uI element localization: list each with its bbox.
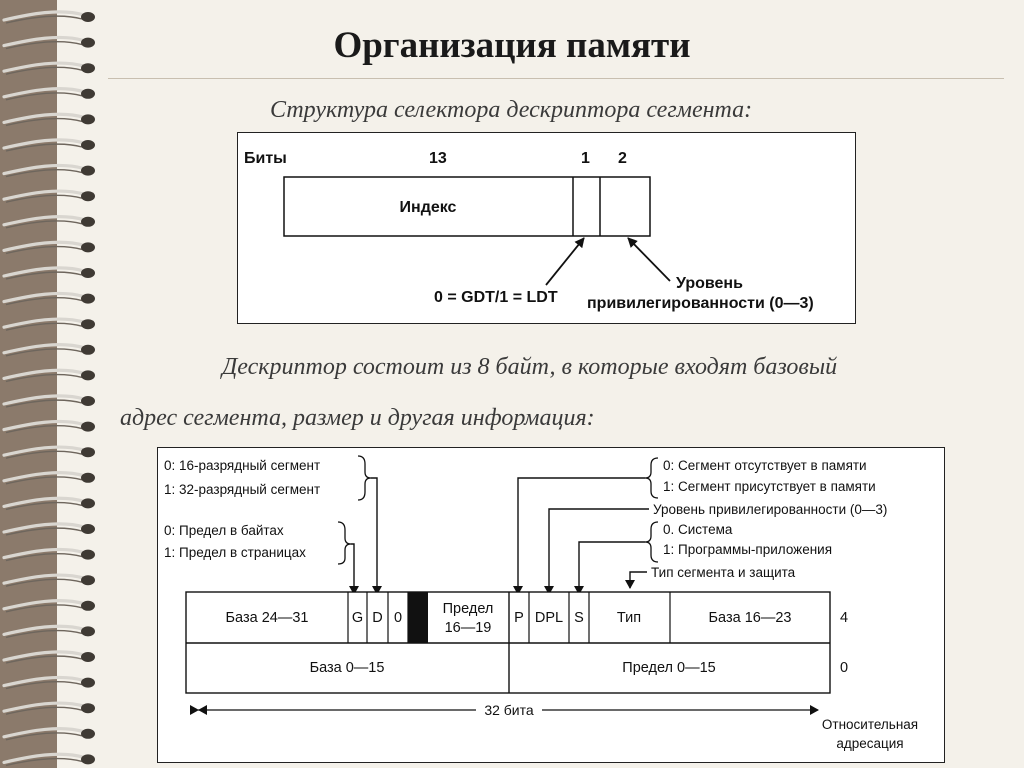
offset-0-label: 0 [840,660,848,676]
field-g: G [352,610,363,626]
field-p: P [514,610,524,626]
p-bit-1-note: 1: Сегмент присутствует в памяти [663,479,876,494]
privilege-label-line2: привилегированности (0—3) [587,295,814,312]
spiral-ring [2,343,95,357]
spiral-ring [2,675,95,690]
bits-13-label: 13 [429,150,447,167]
spiral-ring [2,112,95,127]
dpl-arrow [544,508,649,595]
spiral-ring [2,445,95,459]
privilege-label-line1: Уровень [676,275,743,292]
spiral-ring [2,10,95,24]
p-bit-brace [644,457,659,499]
bits-1-label: 1 [581,150,590,167]
s-bit-1-note: 1: Программы-приложения [663,542,832,557]
p-bit-0-note: 0: Сегмент отсутствует в памяти [663,458,867,473]
spiral-ring [2,624,95,639]
field-d: D [372,610,382,626]
subtitle-selector: Структура селектора дескриптора сегмента… [270,97,753,123]
field-s: S [574,610,584,626]
s-bit-brace [644,521,659,563]
spiral-ring [2,419,95,434]
g-bit-brace [337,521,352,565]
slide-title: Организация памяти [333,25,691,66]
field-base-16-23: База 16—23 [709,610,792,626]
avl-black-field [408,592,428,643]
d-bit-brace [357,455,372,501]
spiral-ring [2,727,95,741]
spiral-ring [2,496,95,511]
spiral-ring [2,573,95,587]
spiral-ring [2,35,95,50]
spiral-ring [2,471,95,485]
rpl-arrow [627,237,671,282]
field-base-0-15: База 0—15 [310,660,385,676]
spiral-ring [2,61,95,75]
paragraph-line-2: адрес сегмента, размер и другая информац… [120,405,595,431]
spiral-ring [2,650,95,664]
s-bit-arrow [574,541,645,595]
bits-label: Биты [244,150,287,167]
spiral-ring [2,701,95,715]
table-indicator-label: 0 = GDT/1 = LDT [434,289,558,306]
spiral-binding [2,10,95,767]
spiral-ring [2,752,95,767]
spiral-ring [2,599,95,613]
field-zero: 0 [394,610,402,626]
spiral-ring [2,368,95,383]
p-bit-arrow [513,477,645,595]
field-limit-0-15: Предел 0—15 [622,660,715,676]
ti-arrow [545,237,585,286]
field-type: Тип [617,610,641,626]
spiral-ring [2,291,95,306]
selector-structure-diagram: Биты 13 1 2 Индекс 0 = GDT/1 = LDT Урове… [237,132,856,324]
spiral-ring [2,215,95,229]
descriptor-diagram-svg: 0: 16-разрядный сегмент 1: 32-разрядный … [164,455,918,751]
paragraph-line-1: Дескриптор состоит из 8 байт, в которые … [222,354,838,380]
width-label: 32 бита [484,702,534,718]
spiral-ring [2,163,95,178]
bits-2-label: 2 [618,150,627,167]
relative-addressing-line2: адресация [836,736,903,751]
g-bit-1-note: 1: Предел в страницах [164,545,306,560]
d-bit-0-note: 0: 16-разрядный сегмент [164,458,320,473]
d-bit-1-note: 1: 32-разрядный сегмент [164,482,320,497]
g-bit-arrow [349,543,359,595]
field-base-24-31: База 24—31 [226,610,309,626]
spiral-ring [2,87,95,101]
g-bit-0-note: 0: Предел в байтах [164,523,284,538]
dpl-note: Уровень привилегированности (0—3) [653,502,887,517]
field-limit-16-19-line1: Предел [443,601,494,617]
type-arrow [625,571,647,589]
field-dpl: DPL [535,610,563,626]
spiral-ring [2,547,95,562]
spiral-ring [2,522,95,536]
title-divider [108,78,1004,79]
spiral-ring [2,394,95,408]
spiral-ring [2,189,95,203]
spiral-ring [2,266,95,280]
spiral-ring [2,240,95,255]
descriptor-structure-diagram: 0: 16-разрядный сегмент 1: 32-разрядный … [157,447,945,763]
relative-addressing-line1: Относительная [822,717,918,732]
d-bit-arrow [371,477,382,595]
offset-4-label: 4 [840,610,848,626]
spiral-ring [2,317,95,331]
selector-register-box [283,176,651,237]
index-field-label: Индекс [400,199,457,216]
s-bit-0-note: 0. Система [663,522,733,537]
selector-diagram-svg: Биты 13 1 2 Индекс 0 = GDT/1 = LDT Урове… [244,150,814,312]
field-limit-16-19-line2: 16—19 [445,620,492,636]
type-note: Тип сегмента и защита [651,565,796,580]
spiral-ring [2,138,95,152]
width-arrow-left-head [198,705,207,715]
